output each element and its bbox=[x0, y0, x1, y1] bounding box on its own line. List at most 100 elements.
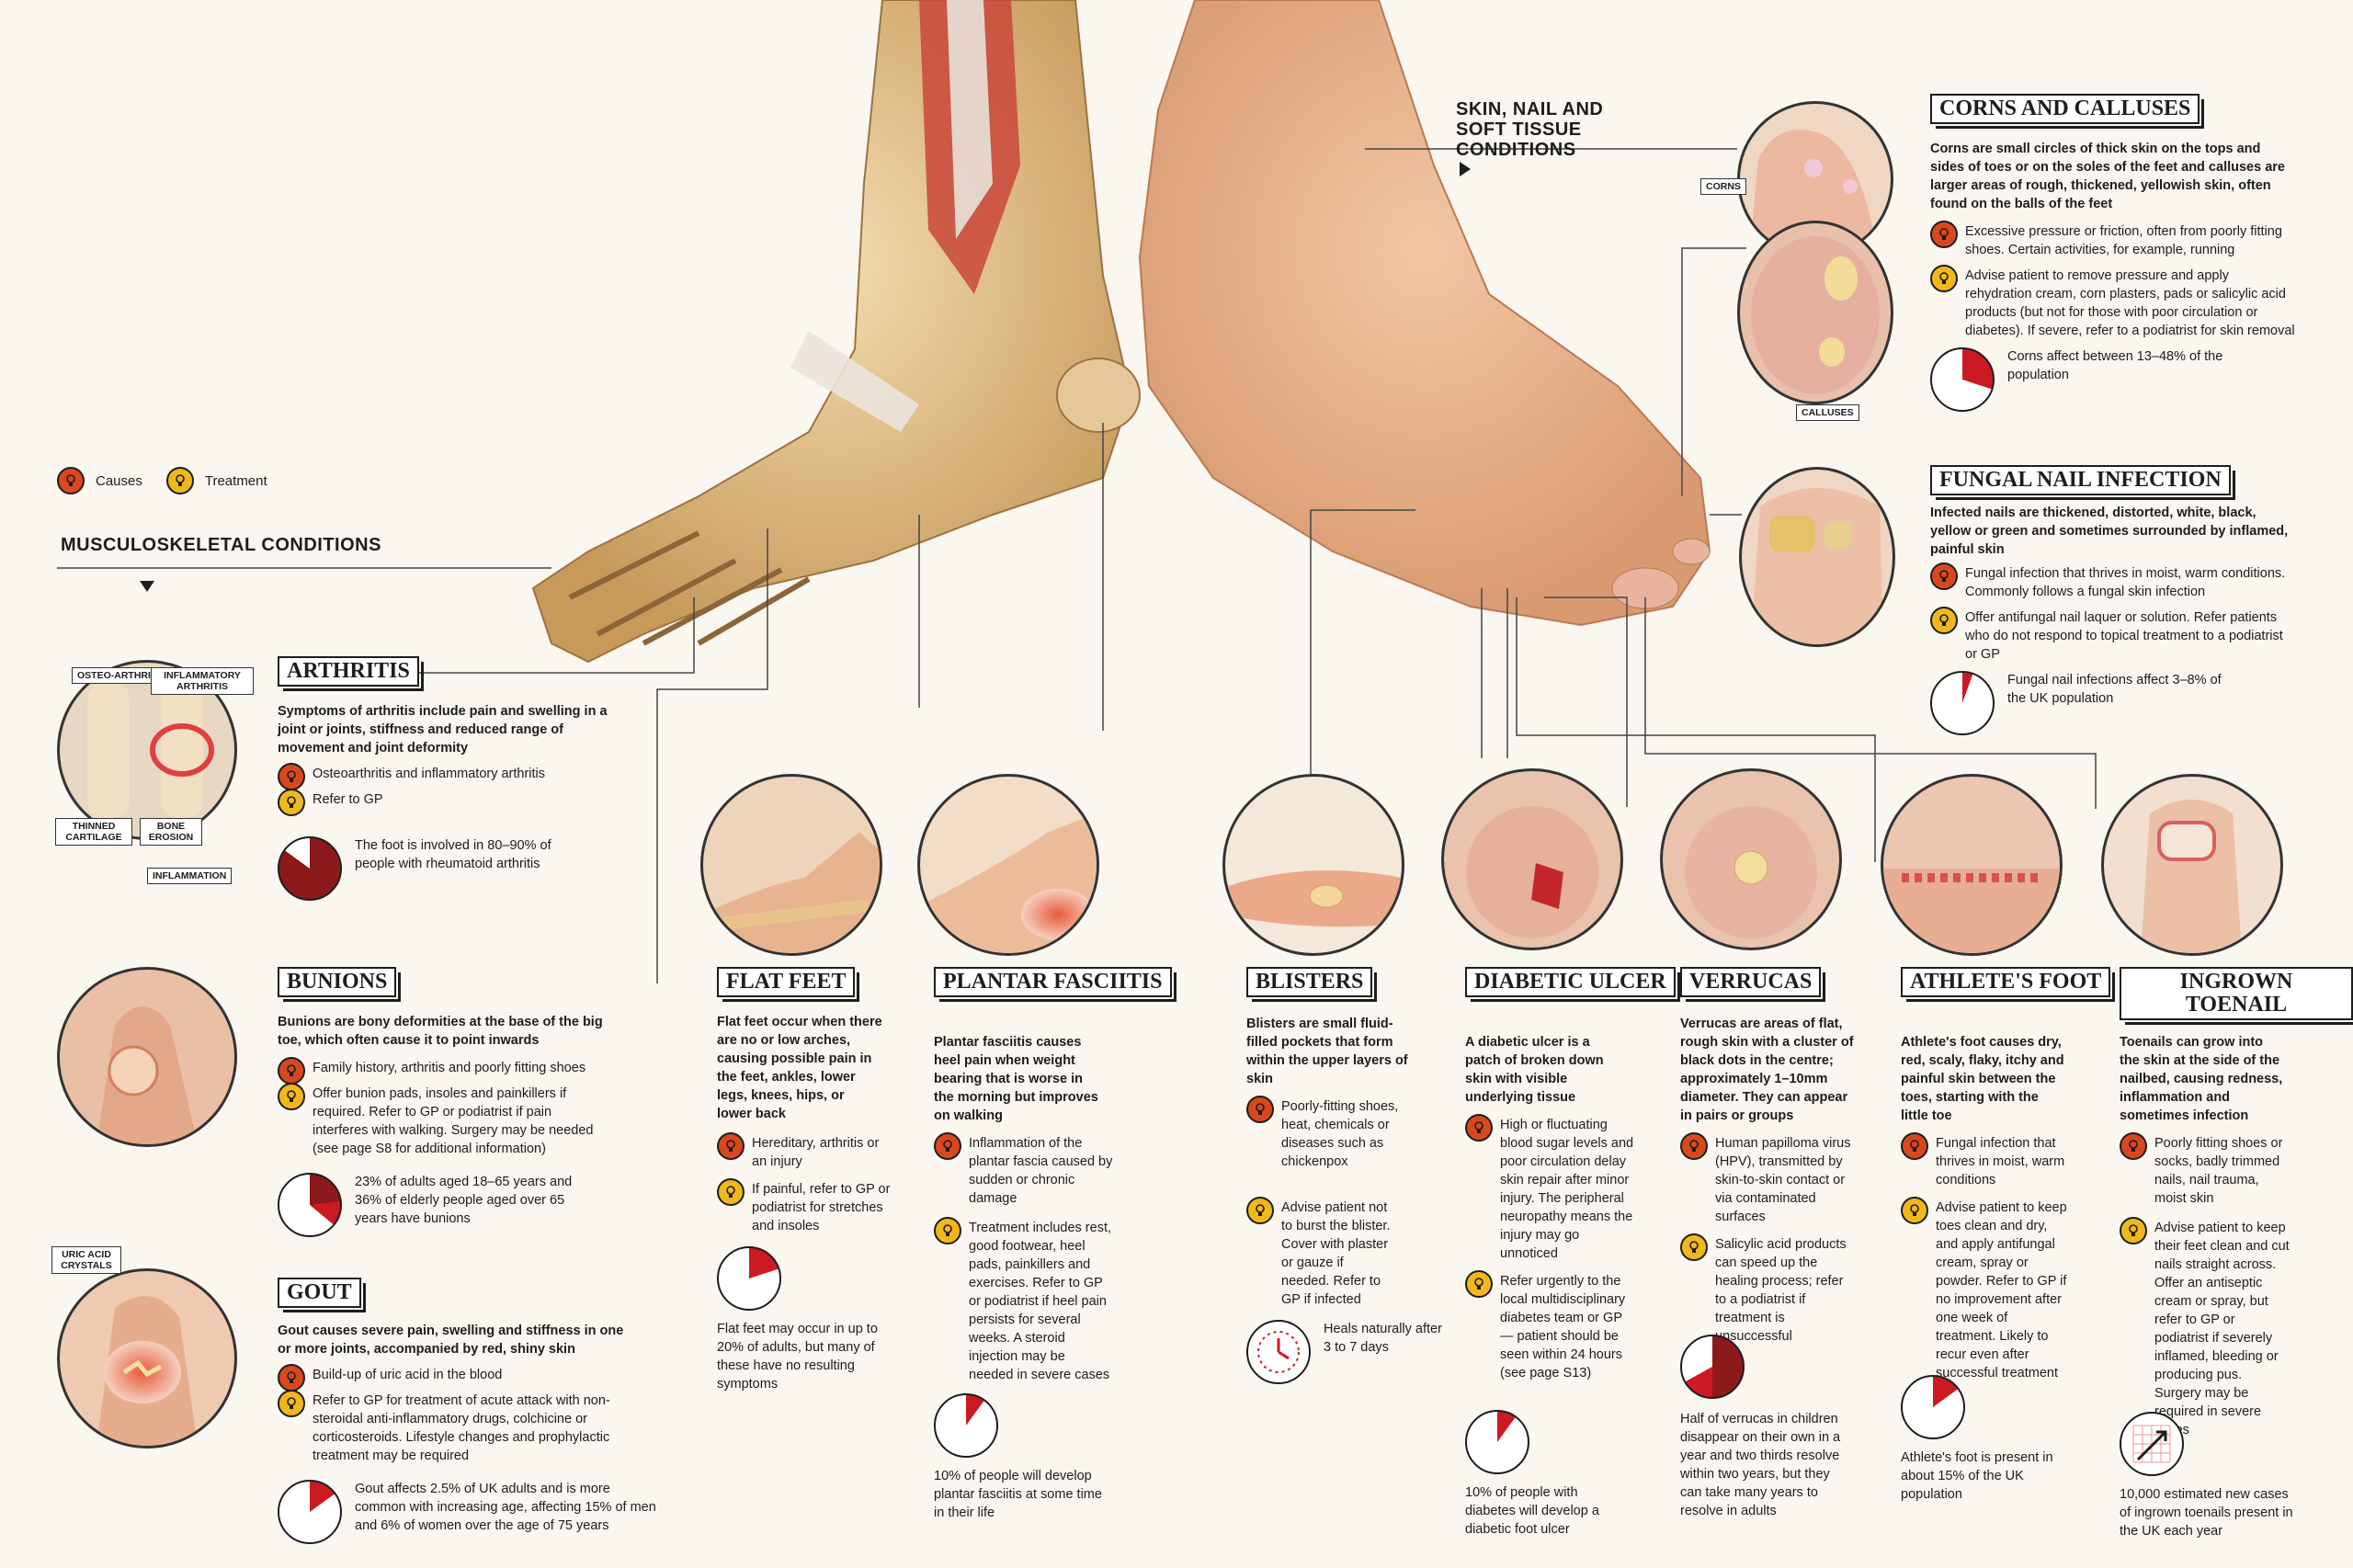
treatment-lightbulb-icon bbox=[278, 1083, 305, 1110]
fungal-nail-stat-text: Fungal nail infections affect 3–8% of th… bbox=[2007, 673, 2222, 706]
gout-pie-chart bbox=[278, 1480, 342, 1544]
corns-description: Corns are small circles of thick skin on… bbox=[1930, 142, 2285, 211]
cause-lightbulb-icon bbox=[1901, 1132, 1928, 1160]
skin-heading: SKIN, NAIL AND SOFT TISSUE CONDITIONS bbox=[1456, 99, 1604, 160]
cause-lightbulb-icon bbox=[57, 467, 85, 494]
verrucas-pie-chart bbox=[1680, 1335, 1745, 1399]
diabetic-ulcer-pie-chart bbox=[1465, 1410, 1529, 1474]
gout-description: Gout causes severe pain, swelling and st… bbox=[278, 1324, 624, 1357]
corns-stat-text: Corns affect between 13–48% of the popul… bbox=[2007, 349, 2223, 382]
arthritis-title: ARTHRITIS bbox=[278, 656, 424, 691]
plantar-fasciitis-title: PLANTAR FASCIITIS bbox=[934, 967, 1176, 1002]
osteoarthritis-label: OSTEO-ARTHRITIS bbox=[72, 667, 172, 684]
gout-cause: Build-up of uric acid in the blood bbox=[278, 1364, 627, 1392]
arrow-chart-icon bbox=[2120, 1412, 2184, 1476]
fungal-nail-cause-text: Fungal infection that thrives in moist, … bbox=[1965, 566, 2286, 599]
blisters-treatment: Advise patient not to burst the blister.… bbox=[1246, 1197, 1393, 1309]
cause-lightbulb-icon bbox=[1680, 1132, 1708, 1160]
treatment-lightbulb-icon bbox=[1930, 607, 1958, 634]
skeletal-foot bbox=[531, 0, 1141, 664]
ingrown-toenail-title: INGROWN TOENAIL bbox=[2120, 967, 2353, 1025]
plantar-fasciitis-cause: Inflammation of the plantar fascia cause… bbox=[934, 1132, 1113, 1208]
athletes-foot-title: ATHLETE'S FOOT bbox=[1901, 967, 2116, 1002]
plantar-fasciitis-description: Plantar fasciitis causes heel pain when … bbox=[934, 1035, 1098, 1123]
bunions-illustration bbox=[57, 967, 237, 1147]
fungal-nail-description: Infected nails are thickened, distorted,… bbox=[1930, 506, 2289, 557]
diabetic-ulcer-stat-text: 10% of people with diabetes will develop… bbox=[1465, 1485, 1599, 1537]
plantar-fasciitis-treatment: Treatment includes rest, good footwear, … bbox=[934, 1217, 1113, 1384]
cause-lightbulb-icon bbox=[1930, 562, 1958, 590]
treatment-lightbulb-icon bbox=[278, 789, 305, 816]
corns-cause-text: Excessive pressure or friction, often fr… bbox=[1965, 224, 2282, 257]
blisters-description: Blisters are small fluid-filled pockets … bbox=[1246, 1017, 1408, 1086]
diabetic-ulcer-cause-text: High or fluctuating blood sugar levels a… bbox=[1500, 1118, 1634, 1261]
arthritis-cause-text: Osteoarthritis and inflammatory arthriti… bbox=[313, 767, 546, 781]
cause-lightbulb-icon bbox=[2120, 1132, 2147, 1160]
treatment-lightbulb-icon bbox=[165, 467, 194, 494]
plantar-fasciitis-illustration bbox=[917, 774, 1099, 956]
cause-lightbulb-icon bbox=[1246, 1096, 1274, 1123]
corns-pie-chart bbox=[1930, 347, 1995, 412]
flat-feet-description: Flat feet occur when there are no or low… bbox=[717, 1015, 882, 1121]
athletes-foot-treatment: Advise patient to keep toes clean and dr… bbox=[1901, 1197, 2071, 1382]
verrucas-description: Verrucas are areas of flat, rough skin w… bbox=[1680, 1017, 1854, 1123]
bunions-pie-chart bbox=[278, 1173, 342, 1237]
cause-lightbulb-icon bbox=[1930, 221, 1958, 248]
skin-foot bbox=[1138, 0, 1711, 627]
cause-lightbulb-icon bbox=[1465, 1114, 1493, 1142]
diabetic-ulcer-illustration bbox=[1441, 768, 1623, 950]
flat-feet-stat-text: Flat feet may occur in up to 20% of adul… bbox=[717, 1322, 878, 1392]
arthritis-cause: Osteoarthritis and inflammatory arthriti… bbox=[278, 763, 608, 790]
ingrown-toenail-description: Toenails can grow into the skin at the s… bbox=[2120, 1035, 2283, 1123]
flat-feet-cause-text: Hereditary, arthritis or an injury bbox=[752, 1136, 880, 1169]
gout-stat-text: Gout affects 2.5% of UK adults and is mo… bbox=[355, 1482, 656, 1533]
cause-lightbulb-icon bbox=[278, 1057, 305, 1085]
athletes-foot-treatment-text: Advise patient to keep toes clean and dr… bbox=[1936, 1200, 2067, 1381]
bunions-stat-text: 23% of adults aged 18–65 years and 36% o… bbox=[355, 1175, 573, 1226]
arthritis-stat: The foot is involved in 80–90% of people… bbox=[278, 836, 590, 901]
arthritis-stat-text: The foot is involved in 80–90% of people… bbox=[355, 838, 551, 871]
blisters-stat: Heals naturally after 3 to 7 days bbox=[1246, 1320, 1449, 1384]
athletes-foot-pie-chart bbox=[1901, 1375, 1965, 1439]
flat-feet-illustration bbox=[700, 774, 882, 956]
diabetic-ulcer-cause: High or fluctuating blood sugar levels a… bbox=[1465, 1114, 1640, 1263]
diabetic-ulcer-title: DIABETIC ULCER bbox=[1465, 967, 1680, 1002]
ingrown-toenail-stat-text: 10,000 estimated new cases of ingrown to… bbox=[2120, 1487, 2293, 1539]
corns-cause: Excessive pressure or friction, often fr… bbox=[1930, 221, 2298, 259]
treatment-lightbulb-icon bbox=[1465, 1270, 1493, 1298]
treatment-lightbulb-icon bbox=[717, 1178, 745, 1206]
treatment-lightbulb-icon bbox=[934, 1217, 961, 1244]
ingrown-toenail-cause: Poorly fitting shoes or socks, badly tri… bbox=[2120, 1132, 2290, 1208]
corns-treatment-text: Advise patient to remove pressure and ap… bbox=[1965, 268, 2295, 338]
legend-treatment-label: Treatment bbox=[204, 472, 267, 489]
gout-illustration bbox=[57, 1268, 237, 1449]
blisters-treatment-text: Advise patient not to burst the blister.… bbox=[1281, 1200, 1391, 1307]
diabetic-ulcer-treatment: Refer urgently to the local multidiscipl… bbox=[1465, 1270, 1631, 1382]
ingrown-toenail-cause-text: Poorly fitting shoes or socks, badly tri… bbox=[2154, 1136, 2283, 1206]
bunions-treatment: Offer bunion pads, insoles and painkille… bbox=[278, 1083, 608, 1158]
verrucas-title: VERRUCAS bbox=[1680, 967, 1826, 1002]
right-arrow-icon bbox=[1460, 162, 1471, 176]
cause-lightbulb-icon bbox=[278, 1364, 305, 1392]
connector-lines bbox=[57, 148, 2097, 983]
bone-erosion-label: BONE EROSION bbox=[140, 818, 202, 846]
inflammatory-arthritis-label: INFLAMMATORY ARTHRITIS bbox=[151, 667, 254, 695]
gout-treatment: Refer to GP for treatment of acute attac… bbox=[278, 1390, 645, 1465]
plantar-fasciitis-cause-text: Inflammation of the plantar fascia cause… bbox=[969, 1136, 1113, 1206]
corns-illustration bbox=[1737, 101, 1893, 257]
thinned-cartilage-label: THINNED CARTILAGE bbox=[55, 818, 132, 846]
fungal-nail-treatment-text: Offer antifungal nail laquer or solution… bbox=[1965, 610, 2283, 662]
corns-title: CORNS AND CALLUSES bbox=[1930, 94, 2205, 129]
corns-label: CORNS bbox=[1700, 178, 1746, 195]
bunions-stat: 23% of adults aged 18–65 years and 36% o… bbox=[278, 1173, 590, 1237]
cause-lightbulb-icon bbox=[934, 1132, 961, 1160]
athletes-foot-stat-text: Athlete's foot is present in about 15% o… bbox=[1901, 1450, 2053, 1502]
bunions-cause-text: Family history, arthritis and poorly fit… bbox=[313, 1061, 586, 1075]
plantar-fasciitis-pie-chart bbox=[934, 1393, 998, 1458]
blisters-cause: Poorly-fitting shoes, heat, chemicals or… bbox=[1246, 1096, 1416, 1171]
verrucas-treatment-text: Salicylic acid products can speed up the… bbox=[1715, 1237, 1847, 1344]
ingrown-toenail-treatment-text: Advise patient to keep their feet clean … bbox=[2154, 1221, 2290, 1437]
inflammation-label: INFLAMMATION bbox=[147, 868, 233, 884]
bunions-cause: Family history, arthritis and poorly fit… bbox=[278, 1057, 608, 1085]
